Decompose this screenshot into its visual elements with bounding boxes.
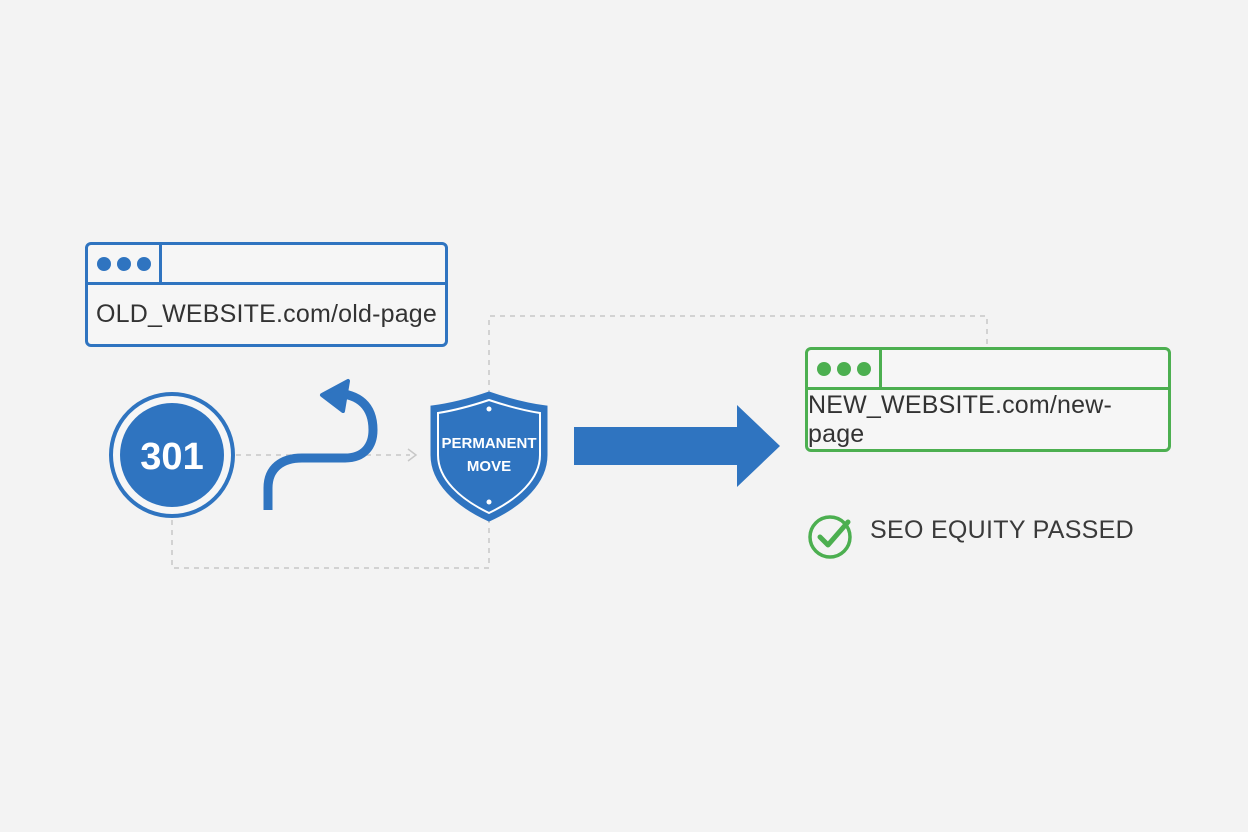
shield-icon: PERMANENT MOVE — [430, 391, 548, 522]
new-page-url: NEW_WEBSITE.com/new-page — [808, 390, 1113, 448]
redirect-arrow-icon — [263, 379, 378, 510]
new-page-browser-window: NEW_WEBSITE.com/new-page — [805, 347, 1171, 452]
forward-arrow-icon — [574, 405, 780, 487]
browser-title-bar — [808, 350, 1168, 390]
status-code-label: 301 — [140, 436, 203, 478]
dot-icon — [836, 361, 851, 376]
dot-icon — [96, 256, 111, 271]
status-code-badge: 301 — [109, 392, 235, 518]
shield-line-2: MOVE — [467, 458, 511, 475]
window-dots-icon — [88, 245, 162, 282]
check-circle-icon — [808, 515, 852, 559]
connector-arrowhead — [407, 448, 418, 462]
badge-inner-circle — [120, 403, 224, 507]
dot-icon — [816, 361, 831, 376]
dot-icon — [116, 256, 131, 271]
dot-icon — [136, 256, 151, 271]
browser-title-bar — [88, 245, 445, 285]
dot-icon — [856, 361, 871, 376]
top-connector — [488, 315, 988, 395]
bottom-connector — [171, 520, 490, 569]
seo-equity-label: SEO EQUITY PASSED — [870, 516, 1134, 544]
connector-lines — [171, 315, 988, 569]
window-dots-icon — [808, 350, 882, 387]
old-page-browser-window: OLD_WEBSITE.com/old-page — [85, 242, 448, 347]
shield-line-1: PERMANENT — [441, 435, 536, 452]
old-page-url: OLD_WEBSITE.com/old-page — [95, 300, 438, 328]
